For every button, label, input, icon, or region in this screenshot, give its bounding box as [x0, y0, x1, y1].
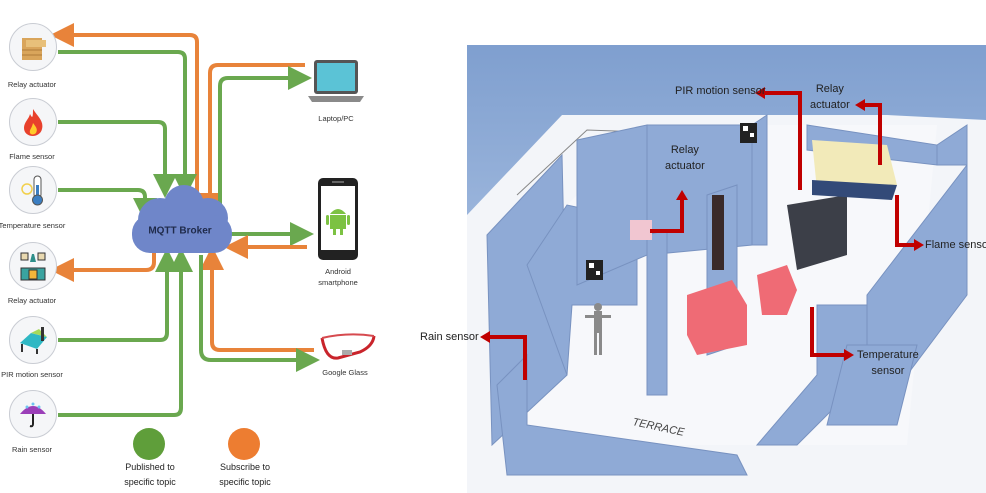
relay-actuator-label: Relay actuator: [7, 80, 57, 89]
line-publish-rain: [58, 248, 193, 417]
door-furniture: [712, 195, 724, 270]
android-label: Android smartphone: [318, 266, 358, 288]
relay-actuator-2-label: Relay actuator: [7, 296, 57, 305]
android-label-line1: Android: [325, 267, 351, 276]
android-label-line2: smartphone: [318, 278, 358, 287]
relay-actuator-mid-label: Relay actuator: [665, 142, 705, 174]
line-subscribe-relay1: [50, 23, 199, 200]
flame-icon: [24, 109, 43, 136]
temperature-sensor-node: [9, 166, 57, 214]
arrow-head-temp: [844, 349, 854, 361]
relay-top-line1: Relay: [815, 83, 844, 95]
flame-sensor-node: [9, 98, 57, 146]
arrow-head-relay-top: [855, 99, 865, 111]
android-phone-icon: [318, 178, 358, 260]
rain-sensor-node: [9, 390, 57, 438]
bed-icon: [20, 327, 47, 354]
house-3d-model: TERRACE: [467, 45, 986, 493]
flame-sensor-3d-label: Flame sensor: [925, 239, 986, 251]
drawer-cabinet-icon: [22, 38, 46, 60]
line-publish-relay1: [58, 50, 197, 198]
line-laptop-to-broker: [198, 63, 305, 217]
pir-motion-label: PIR motion sensor: [675, 85, 766, 97]
relay-actuator-top-label: Relay actuator: [810, 81, 850, 113]
kitchen-appliance-icon: [20, 252, 46, 281]
arrow-head-flame: [914, 239, 924, 251]
thermometer-icon: [21, 175, 43, 206]
line-publish-flame: [58, 120, 177, 198]
armchair-furniture: [757, 265, 797, 315]
person-figure: [585, 303, 611, 355]
temp-line1: Temperature: [857, 349, 919, 361]
qr-code-1: [740, 123, 757, 143]
dining-set-furniture: [787, 195, 847, 270]
broker-label: MQTT Broker: [148, 225, 212, 237]
relay-box-furniture: [630, 220, 652, 240]
legend-publish-dot: [133, 428, 165, 460]
legend-publish-line2: specific topic: [124, 477, 176, 487]
line-publish-pir: [58, 248, 179, 342]
smart-glasses-icon: [320, 333, 376, 360]
legend-subscribe-line1: Subscribe to: [219, 462, 271, 472]
temperature-sensor-3d-label: Temperature sensor: [857, 347, 919, 379]
relay-mid-line1: Relay: [670, 144, 699, 156]
kitchen-cabinet-furniture: [812, 140, 897, 190]
google-glass-label: Google Glass: [322, 368, 368, 377]
arrow-head-relay-mid: [676, 190, 688, 200]
line-broker-to-laptop: [218, 66, 312, 215]
arrow-head-pir: [755, 87, 765, 99]
sensor-arrows: [487, 91, 917, 380]
pir-motion-sensor-node: [9, 316, 57, 364]
sofa-furniture: [687, 280, 747, 355]
line-publish-temperature: [58, 188, 157, 222]
umbrella-rain-icon: [20, 402, 46, 428]
mqtt-broker-cloud: [132, 185, 232, 253]
temp-line2: sensor: [871, 365, 905, 377]
relay-top-line2: actuator: [810, 99, 850, 111]
arrow-head-rain: [480, 331, 490, 343]
line-subscribe-relay2: [50, 252, 156, 282]
pir-motion-sensor-label: PIR motion sensor: [1, 370, 63, 379]
laptop-icon: [308, 60, 364, 102]
relay-actuator-2-node: [9, 242, 57, 290]
temperature-sensor-label: Temperature sensor: [0, 221, 66, 230]
mqtt-connection-lines: [50, 23, 320, 417]
relay-actuator-node: [9, 23, 57, 71]
legend-publish-label: Published to specific topic: [124, 460, 176, 490]
legend-publish-line1: Published to: [125, 462, 175, 472]
flame-sensor-label: Flame sensor: [9, 152, 55, 161]
rain-sensor-label: Rain sensor: [11, 445, 53, 454]
line-glass-to-broker: [200, 246, 314, 352]
legend-subscribe-dot: [228, 428, 260, 460]
relay-mid-line2: actuator: [665, 160, 705, 172]
qr-code-2: [586, 260, 603, 280]
house-render: TERRACE: [467, 45, 986, 493]
line-broker-to-glass: [199, 255, 320, 372]
legend-subscribe-line2: specific topic: [219, 477, 271, 487]
rain-sensor-outer-label: Rain sensor: [420, 331, 479, 343]
laptop-label: Laptop/PC: [318, 114, 354, 123]
legend-subscribe-label: Subscribe to specific topic: [219, 460, 271, 490]
